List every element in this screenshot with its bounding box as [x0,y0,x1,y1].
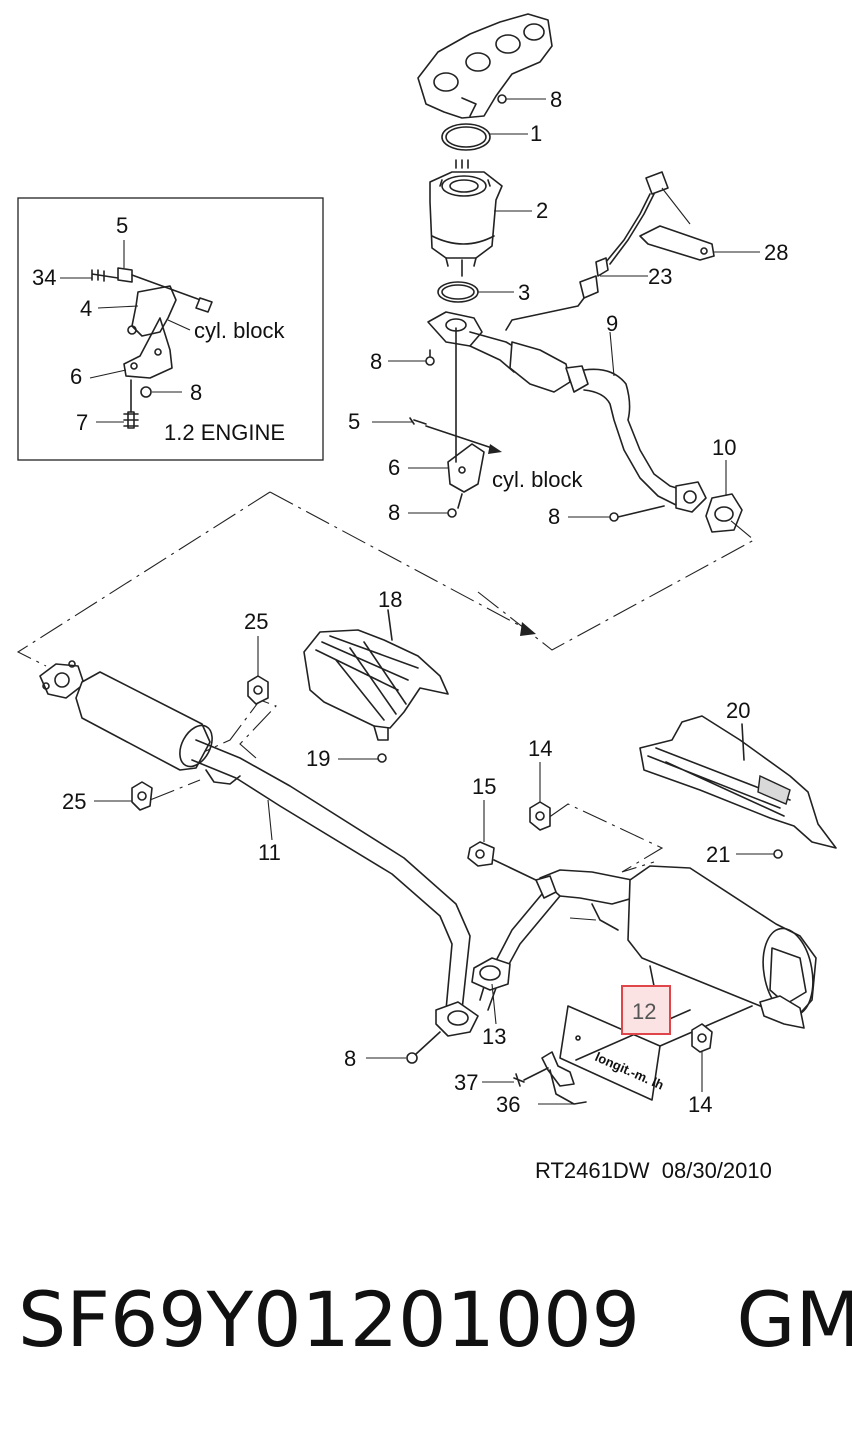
main-block-label: cyl. block [492,467,583,492]
inset-block-label: cyl. block [194,318,285,343]
callout-37: 37 [454,1070,478,1095]
inset-callout-34: 34 [32,265,56,290]
hangers-25 [94,636,269,811]
inset-engine-label: 1.2 ENGINE [164,420,285,445]
rear-muffler [479,865,817,1029]
callout-25a: 25 [244,609,268,634]
callout-8b: 8 [370,349,382,374]
callout-8c: 8 [388,500,400,525]
catalytic-converter [429,159,532,303]
inset-callout-6: 6 [70,364,82,389]
inset-1-2-engine: 5 34 4 6 8 7 cyl. block 1.2 ENGINE [17,197,324,461]
connection-lines [16,491,755,921]
inset-callout-8: 8 [190,380,202,405]
heat-shield-20 [639,715,837,859]
heat-shield-18 [303,609,449,763]
callout-14b: 14 [688,1092,712,1117]
callout-10: 10 [712,435,736,460]
callout-1: 1 [530,121,542,146]
callout-6: 6 [388,455,400,480]
hangers-14-15 [467,762,551,883]
callout-25b: 25 [62,789,86,814]
callout-labels: 8 1 2 28 23 3 9 8 5 10 6 cyl. block 8 8 … [62,87,788,1117]
callout-11: 11 [258,840,281,865]
exhaust-system-diagram: 5 34 4 6 8 7 cyl. block 1.2 ENGINE [16,13,837,1117]
callout-8e: 8 [344,1046,356,1071]
callout-14a: 14 [528,736,552,761]
callout-2: 2 [536,198,548,223]
center-brackets [372,327,502,518]
inset-callout-5: 5 [116,213,128,238]
front-pipe [427,311,743,533]
callout-8d: 8 [548,504,560,529]
callout-15: 15 [472,774,496,799]
exhaust-manifold [417,13,553,151]
inset-callout-7: 7 [76,410,88,435]
callout-28: 28 [764,240,788,265]
callout-36: 36 [496,1092,520,1117]
callout-21: 21 [706,842,730,867]
callout-20: 20 [726,698,750,723]
callout-13: 13 [482,1024,506,1049]
part-number-title: SF69Y01201009 GM [18,1275,852,1364]
inset-callout-4: 4 [80,296,92,321]
callout-3: 3 [518,280,530,305]
oxygen-sensor [505,171,760,331]
callout-19: 19 [306,746,330,771]
callout-5: 5 [348,409,360,434]
center-pipe-resonator [39,660,479,1064]
gasket-13 [471,957,511,1025]
callout-23: 23 [648,264,672,289]
callout-12: 12 [632,999,656,1024]
highlight-part-12[interactable] [621,985,671,1035]
mounting-plate: longit.-m. lh [482,1005,753,1105]
callout-9: 9 [606,311,618,336]
drawing-code-date: RT2461DW 08/30/2010 [535,1158,772,1183]
callout-8a: 8 [550,87,562,112]
callout-18: 18 [378,587,402,612]
